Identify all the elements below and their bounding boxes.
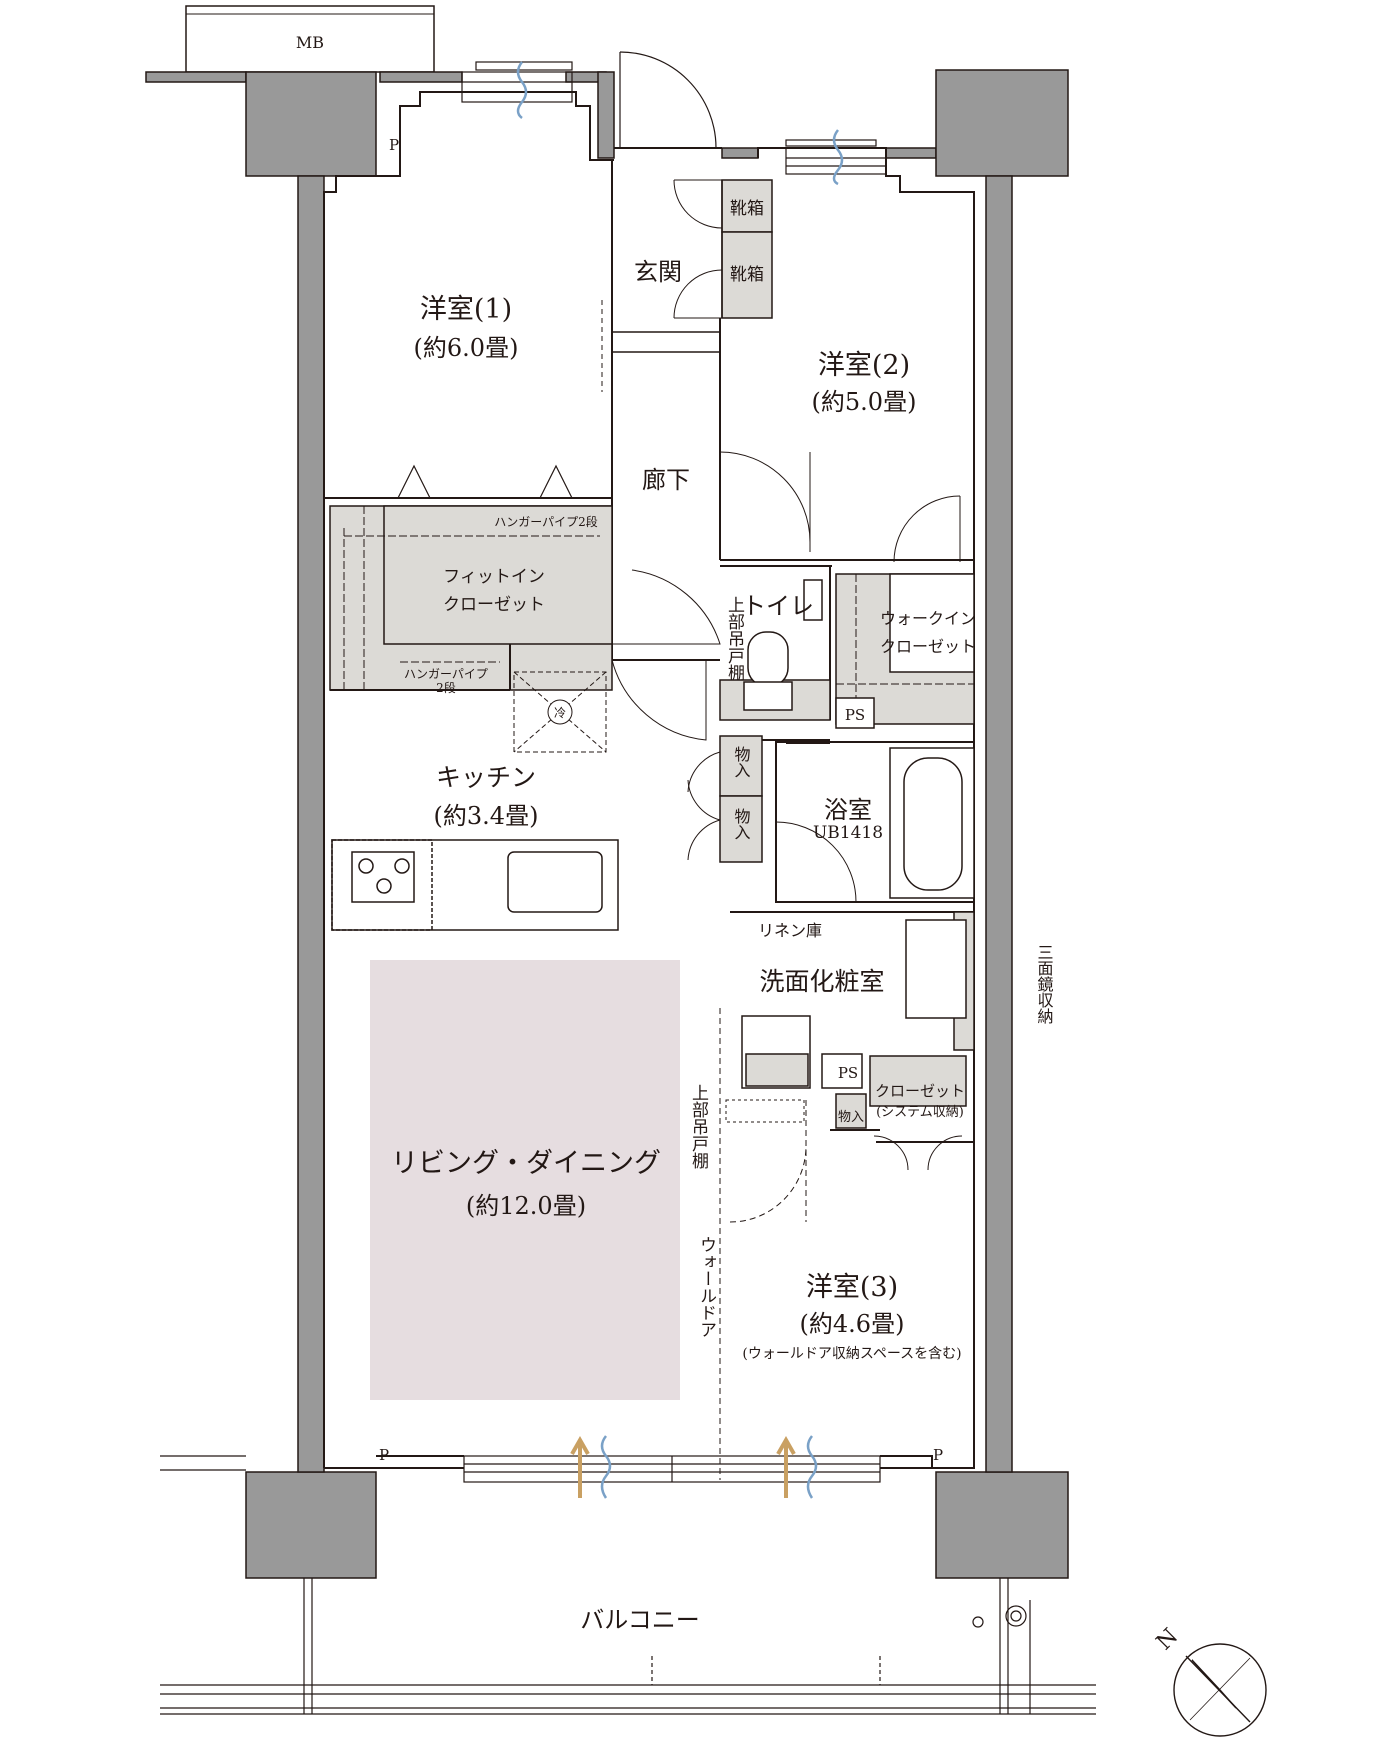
walk-in-closet — [835, 573, 975, 729]
toilet-label: トイレ — [742, 592, 814, 620]
kitchen-counter — [331, 839, 619, 931]
exterior-wall-top — [145, 71, 937, 159]
bath-code: UB1418 — [813, 823, 883, 843]
walk-in-label-1: ウォークイン — [880, 609, 976, 628]
hanger-pipe-upper-label: ハンガーパイプ2段 — [494, 514, 598, 529]
kitchen-name: キッチン — [436, 763, 536, 792]
genkan-label: 玄関 — [634, 258, 682, 286]
room2-name: 洋室(2) — [818, 350, 910, 381]
shoe-box-label-2: 靴箱 — [730, 265, 764, 285]
living-dining — [370, 960, 680, 1400]
storage-label-2: 物入 — [732, 808, 751, 840]
p-label-bottom-left: P — [379, 1446, 389, 1464]
room3-name: 洋室(3) — [806, 1272, 898, 1303]
storage-boxes — [687, 735, 763, 863]
fit-in-closet-label-2: クローゼット — [443, 595, 545, 615]
washroom — [719, 911, 975, 1480]
walk-in-label-2: クローゼット — [880, 637, 976, 656]
balcony-label: バルコニー — [580, 1606, 700, 1634]
hanger-pipe-lower-label-1: ハンガーパイプ — [404, 667, 488, 681]
corridor-label: 廊下 — [642, 466, 690, 494]
living-size: (約12.0畳) — [466, 1192, 586, 1220]
storage-label-1: 物入 — [732, 746, 751, 778]
living-name: リビング・ダイニング — [391, 1148, 661, 1179]
bathroom — [775, 740, 975, 903]
balcony — [160, 1455, 1096, 1715]
corridor-doors — [611, 569, 721, 741]
columns — [245, 69, 1069, 1579]
upper-shelf-label-2: 上部吊戸棚 — [688, 1084, 709, 1170]
fridge-label: 冷 — [554, 706, 566, 720]
side-walls — [297, 175, 1013, 1473]
room2-walls — [719, 451, 974, 563]
compass-icon — [1173, 1643, 1267, 1737]
north-label: N — [1152, 1624, 1183, 1655]
upper-shelf-label-1: 上部吊戸棚 — [724, 596, 745, 682]
fridge-space — [513, 671, 607, 753]
room3-note: (ウォールドア収納スペースを含む) — [742, 1346, 961, 1362]
mirror-storage-label: 三面鏡収納 — [1035, 944, 1054, 1025]
fit-in-closet-label-1: フィットイン — [443, 567, 545, 587]
linen-label: リネン庫 — [758, 921, 822, 940]
room1-name: 洋室(1) — [420, 294, 512, 325]
mb-label: MB — [296, 33, 324, 52]
genkan-area — [612, 179, 773, 560]
wall-door-label: ウォールドア — [696, 1236, 716, 1338]
closet-system-label-1: クローゼット — [875, 1082, 965, 1100]
room3-size: (約4.6畳) — [800, 1310, 905, 1338]
meter-box — [185, 5, 435, 73]
shoe-box-label-1: 靴箱 — [730, 199, 764, 219]
room2-size: (約5.0畳) — [812, 388, 917, 416]
ps-label-upper: PS — [845, 706, 865, 724]
room1-size: (約6.0畳) — [414, 334, 519, 362]
p-label-bottom-right: P — [933, 1446, 943, 1464]
room3-doors — [725, 1099, 807, 1223]
closet-system-label-2: (システム収納) — [876, 1105, 964, 1120]
fit-in-closet — [329, 505, 613, 691]
ps-label-lower: PS — [838, 1064, 858, 1082]
p-label-top: P — [389, 136, 399, 154]
windows — [461, 61, 887, 1483]
bath-name: 浴室 — [824, 796, 872, 824]
hanger-pipe-lower-label-2: 2段 — [436, 680, 456, 695]
kitchen-size: (約3.4畳) — [434, 802, 539, 830]
storage-label-3: 物入 — [838, 1110, 864, 1125]
washroom-label: 洗面化粧室 — [759, 967, 884, 996]
ps-and-closet — [821, 1053, 974, 1171]
ventilation-icons — [516, 61, 844, 1499]
entrance-door — [614, 51, 722, 149]
